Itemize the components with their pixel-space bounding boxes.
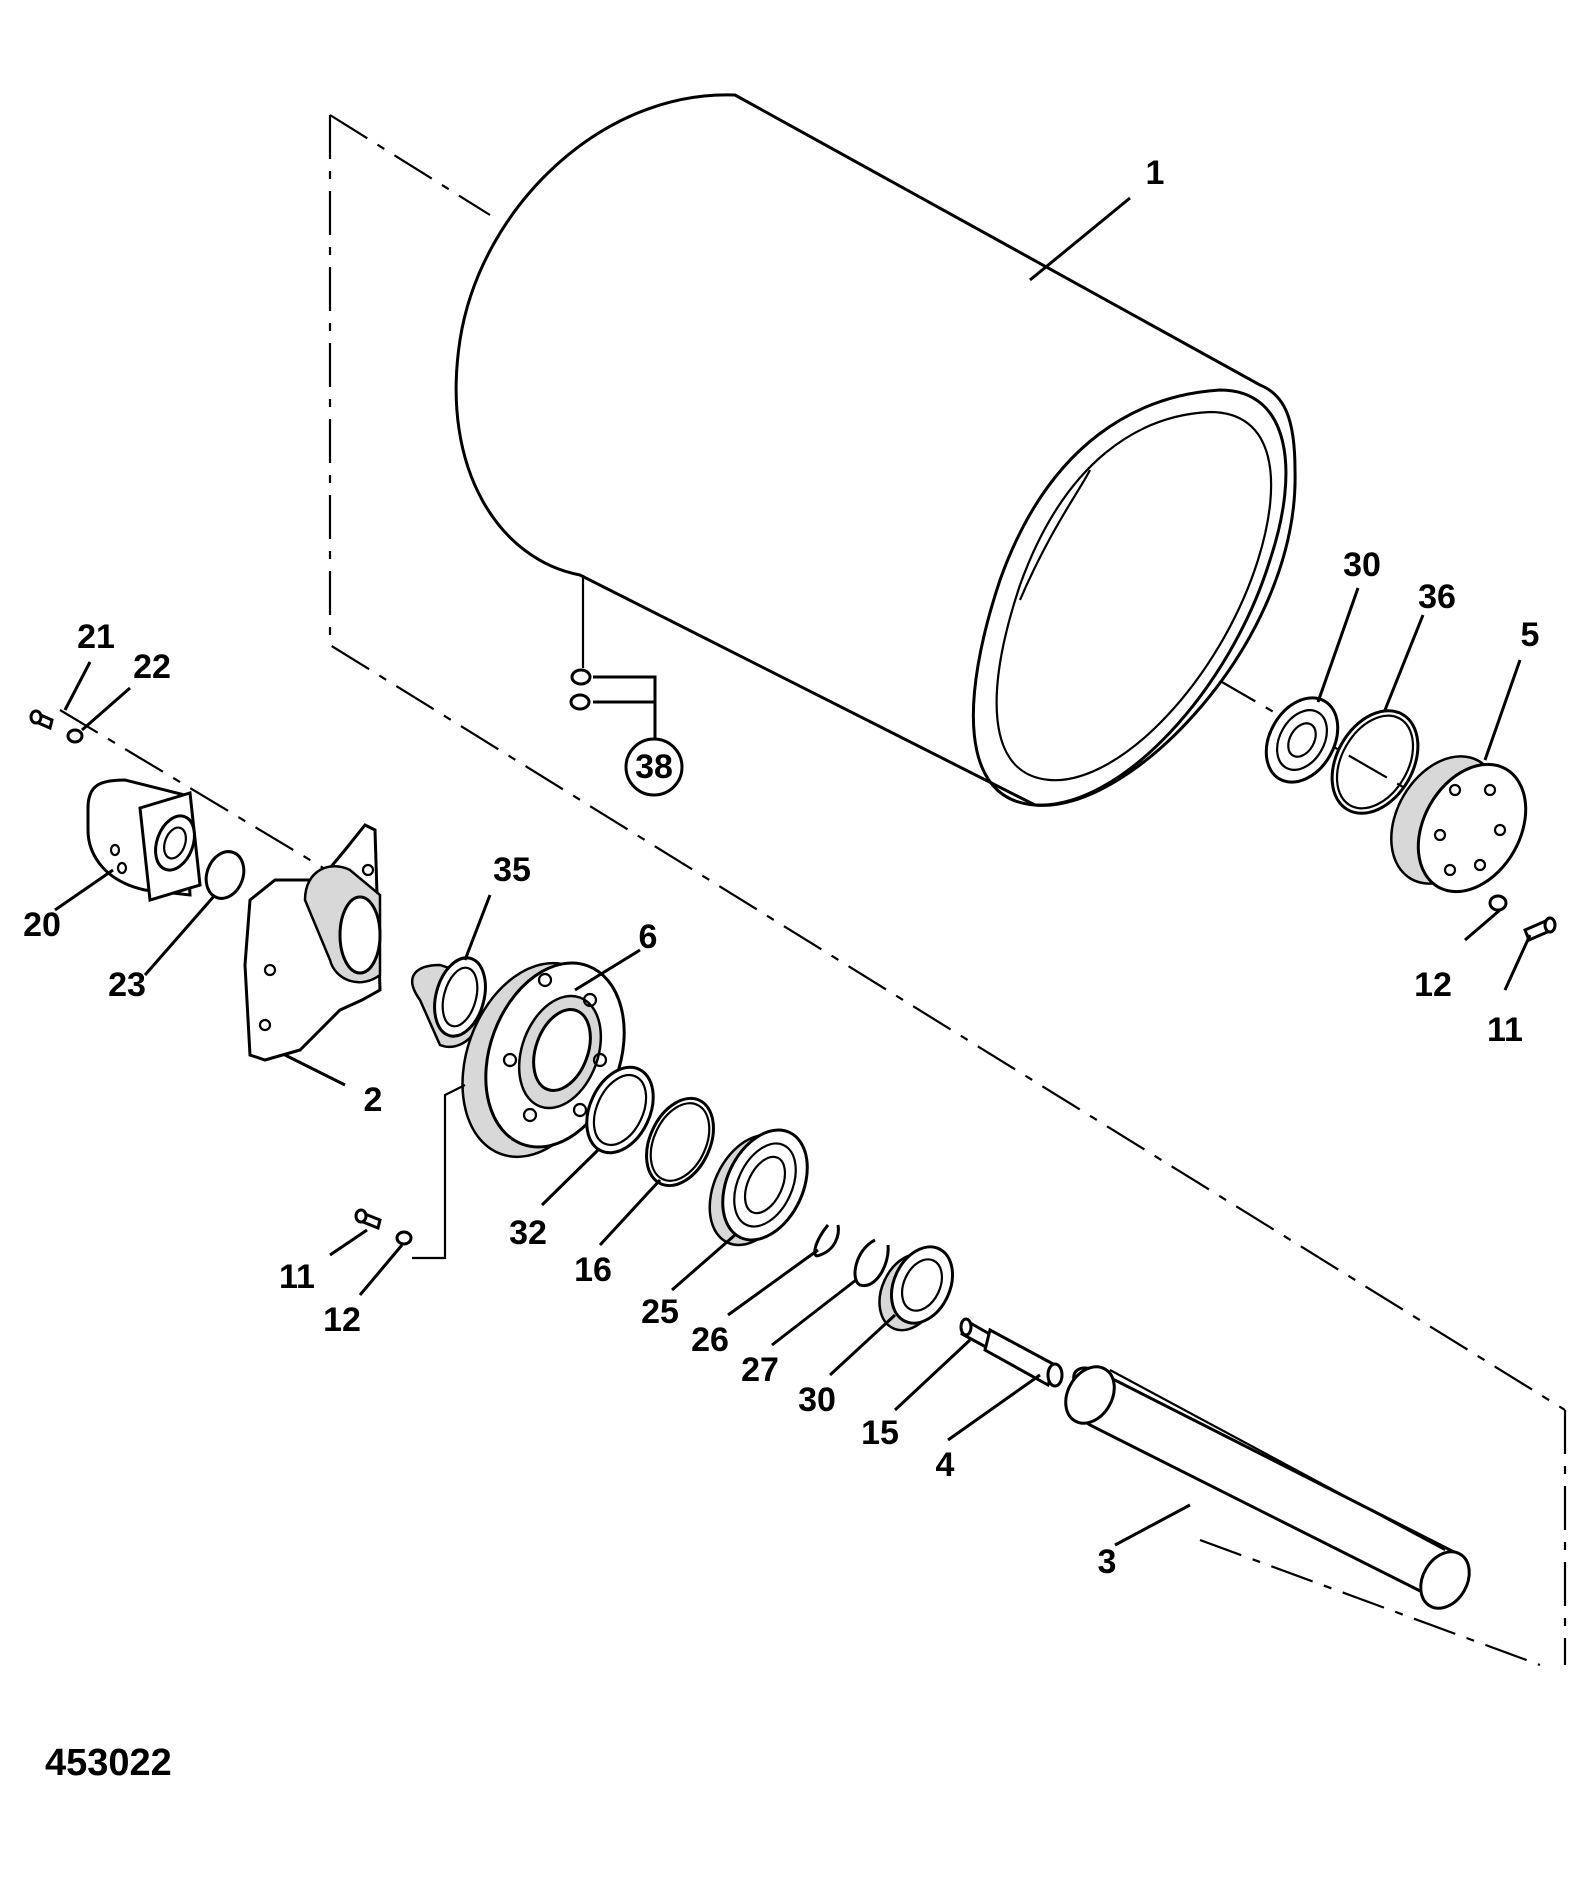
callout-25: 25 — [641, 1293, 679, 1331]
callout-23: 23 — [108, 966, 146, 1004]
oring-part-23 — [204, 850, 246, 900]
callout-35: 35 — [493, 851, 531, 889]
callout-30-bottom: 30 — [798, 1381, 836, 1419]
callout-15: 15 — [861, 1414, 899, 1452]
callout-26: 26 — [691, 1321, 729, 1359]
callout-21: 21 — [77, 618, 115, 656]
callout-1: 1 — [1146, 154, 1165, 192]
drawing-number: 453022 — [45, 1742, 172, 1784]
snapring-part-27 — [853, 1238, 890, 1288]
callout-22: 22 — [133, 648, 171, 686]
callout-5: 5 — [1521, 616, 1540, 654]
shaft-part-4 — [983, 1327, 1064, 1388]
ring-part-16 — [645, 1096, 715, 1188]
leader-lines — [54, 196, 1532, 1547]
washer-part-12-right — [1488, 894, 1508, 912]
hub-part-6 — [461, 961, 626, 1159]
callout-30-top: 30 — [1343, 546, 1381, 584]
bracket-part-2 — [243, 823, 382, 1062]
callout-36: 36 — [1418, 578, 1456, 616]
snapring-part-26 — [813, 1224, 840, 1258]
callout-4: 4 — [936, 1446, 955, 1484]
bearing-part-30-top — [1264, 696, 1340, 784]
bolt-part-21 — [29, 709, 54, 731]
callout-6: 6 — [639, 918, 658, 956]
callout-32: 32 — [509, 1214, 547, 1252]
oring-part-36 — [1330, 709, 1420, 815]
washer-part-12-left — [395, 1084, 466, 1260]
fitting-part-38 — [569, 575, 657, 740]
callout-38: 38 — [635, 748, 673, 786]
bolt-part-11-left — [354, 1208, 382, 1231]
callout-12-left: 12 — [323, 1301, 361, 1339]
washer-part-22 — [66, 728, 84, 744]
callout-38-circle — [624, 737, 684, 797]
drum-part-1 — [454, 93, 1297, 807]
callout-20: 20 — [23, 906, 61, 944]
callout-11-left: 11 — [279, 1258, 315, 1296]
bearing-part-30-bottom — [878, 1245, 954, 1332]
axle-part-3 — [1064, 1365, 1471, 1610]
motor-part-20 — [86, 778, 202, 902]
callout-11-right: 11 — [1487, 1011, 1523, 1049]
cover-part-5 — [1390, 755, 1528, 894]
callout-12-right: 12 — [1414, 966, 1452, 1004]
callout-2: 2 — [364, 1081, 383, 1119]
callout-16: 16 — [574, 1251, 612, 1289]
callout-3: 3 — [1098, 1543, 1117, 1581]
bushing-part-35 — [411, 956, 487, 1049]
spacer-part-32 — [585, 1065, 655, 1155]
bearing-part-25 — [708, 1128, 809, 1247]
callout-27: 27 — [741, 1351, 779, 1389]
callout-labels: 1 30 36 5 21 22 38 20 23 35 6 2 12 11 32… — [23, 154, 1539, 1581]
